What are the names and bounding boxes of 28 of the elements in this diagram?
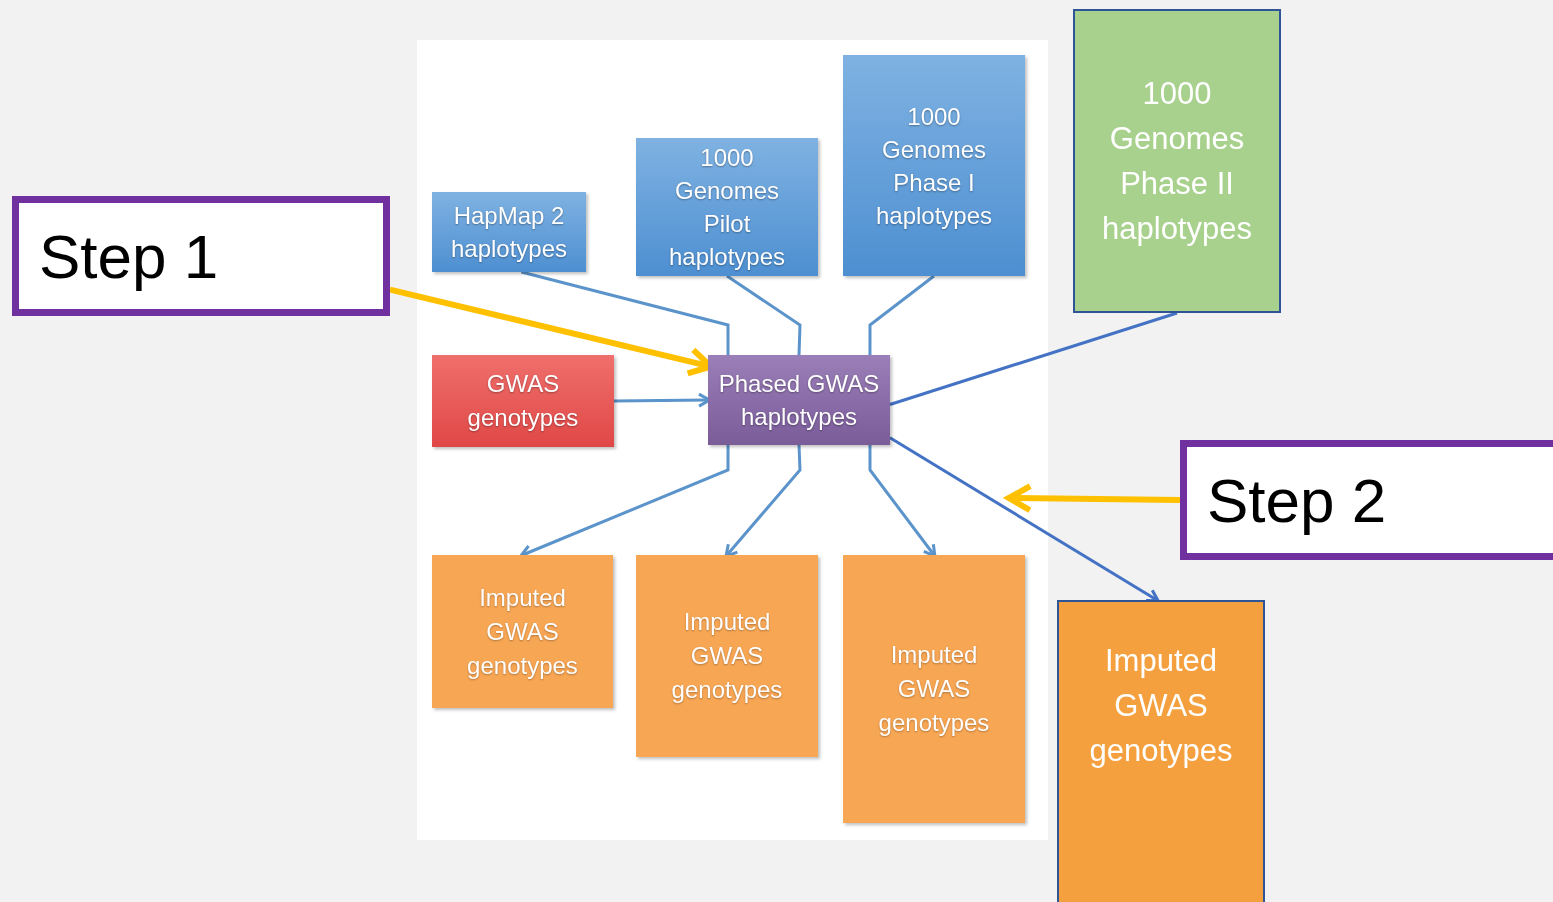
data-source-box: [636, 138, 818, 276]
connector-arrow: [868, 445, 937, 558]
pointer-arrow: [1006, 483, 1181, 514]
node-label: 1000 Genomes Pilot haplotypes: [667, 143, 787, 272]
node-label: 1000 Genomes Phase I haplotypes: [874, 101, 994, 231]
node-label: 1000 Genomes Phase II haplotypes: [1101, 75, 1253, 248]
node-label: Imputed GWAS genotypes: [1088, 641, 1234, 770]
node-label: GWAS genotypes: [466, 369, 580, 433]
output-box: [636, 555, 818, 757]
connector-arrow: [889, 436, 1160, 603]
step-box: [12, 196, 390, 316]
step-box: [1180, 440, 1553, 560]
connector-arrow: [724, 444, 802, 558]
node-label: Phased GWAS haplotypes: [717, 369, 881, 432]
output-box: [432, 555, 613, 708]
genotype-box: [432, 355, 614, 447]
node-label: Imputed GWAS genotypes: [466, 582, 579, 681]
node-label: HapMap 2 haplotypes: [450, 201, 568, 264]
node-label: Imputed GWAS genotypes: [877, 640, 991, 738]
node-label: Step 1: [39, 220, 219, 293]
node-label: Step 2: [1207, 464, 1387, 537]
data-source-box: [843, 55, 1025, 276]
data-source-box: [1073, 9, 1281, 313]
output-box: [843, 555, 1025, 823]
process-box: [708, 355, 890, 445]
node-label: Imputed GWAS genotypes: [670, 607, 784, 705]
data-source-box: [432, 192, 586, 272]
output-box: [1057, 600, 1265, 902]
